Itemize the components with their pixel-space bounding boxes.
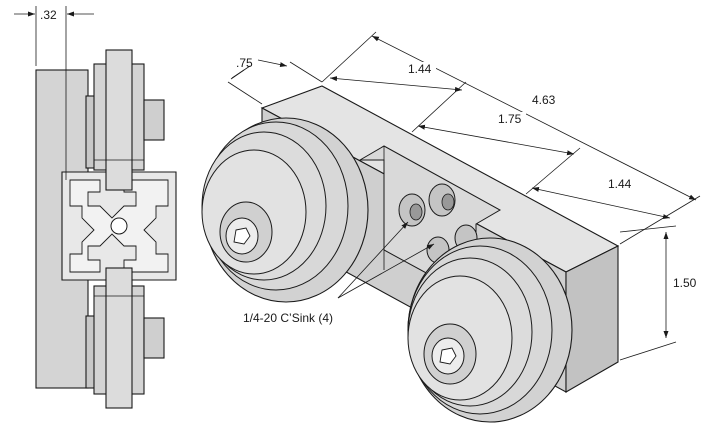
dim-right-section: 1.44 bbox=[531, 174, 671, 219]
iso-wheel-left bbox=[201, 117, 369, 303]
dim-label-side-offset: .32 bbox=[40, 8, 57, 22]
iso-wheel-right bbox=[407, 237, 573, 423]
dim-center-section: 1.75 bbox=[417, 112, 575, 156]
dim-label-overall: 4.63 bbox=[532, 93, 556, 107]
dim-plate-depth: .75 bbox=[230, 56, 288, 80]
countersink-callout: 1/4-20 C’Sink (4) bbox=[243, 221, 435, 325]
dim-left-section: 1.44 bbox=[329, 62, 463, 92]
dim-label-center-section: 1.75 bbox=[498, 112, 522, 126]
dim-height: 1.50 bbox=[663, 232, 704, 338]
side-view: .32 bbox=[14, 6, 177, 409]
isometric-view: .75 4.63 1.44 1.75 1.44 bbox=[201, 31, 704, 423]
extrusion-profile bbox=[61, 171, 177, 281]
dim-side-offset: .32 bbox=[14, 6, 94, 180]
side-wheel-top bbox=[85, 49, 165, 191]
dim-label-left-section: 1.44 bbox=[408, 62, 432, 76]
block-end-face bbox=[565, 245, 619, 393]
dim-label-height: 1.50 bbox=[673, 276, 697, 290]
dim-label-plate-depth: .75 bbox=[236, 56, 253, 70]
countersink-label: 1/4-20 C’Sink (4) bbox=[243, 311, 333, 325]
dim-label-right-section: 1.44 bbox=[608, 177, 632, 191]
side-wheel-bottom bbox=[85, 267, 165, 409]
